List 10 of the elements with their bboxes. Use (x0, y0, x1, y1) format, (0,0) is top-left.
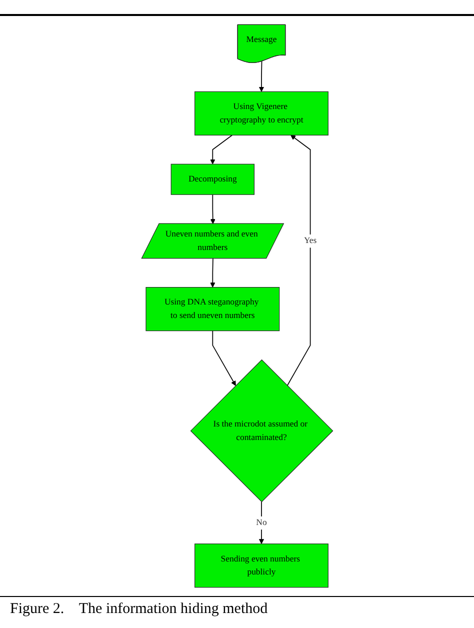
data-parallelogram: Uneven numbers and even numbers (140, 223, 284, 259)
edge-label: No (256, 516, 267, 530)
edge-label: Yes (304, 234, 316, 248)
decision-diamond: Is the microdot assumed or contaminated? (190, 359, 333, 502)
process-box: Decomposing (170, 164, 254, 195)
document-shape: Message (237, 24, 286, 63)
process-box: Using DNA steganography to send uneven numbers (145, 287, 280, 332)
process-box: Using Vigenere cryptography to encrypt (194, 91, 328, 136)
process-box: Sending even numbers publicly (194, 544, 328, 588)
figure-caption: Figure 2. The information hiding method (9, 600, 269, 619)
